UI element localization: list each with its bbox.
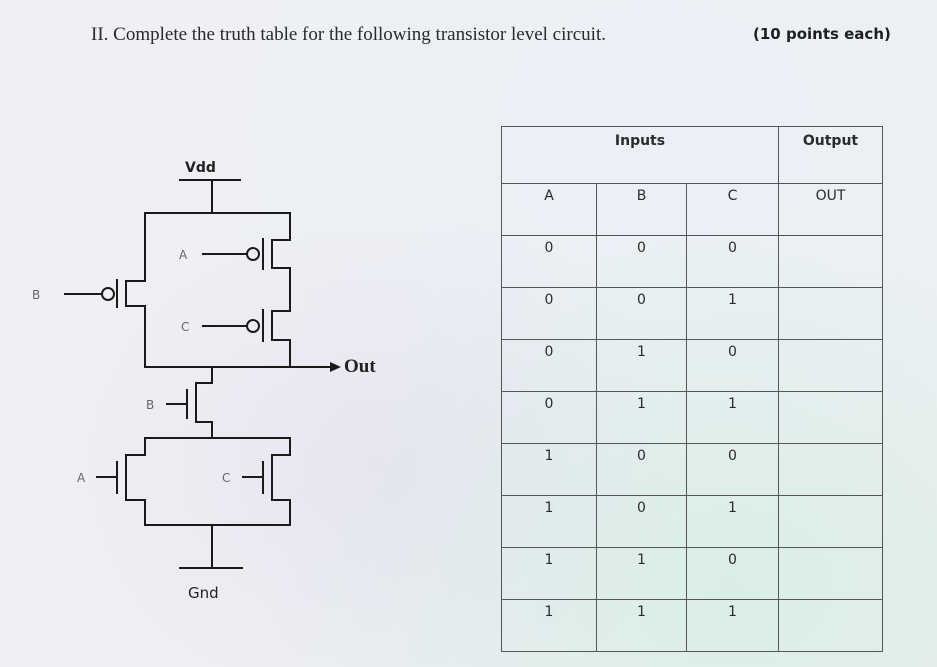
cell-out[interactable] <box>778 235 883 288</box>
table-row: 0 0 1 <box>501 287 883 340</box>
inputs-group-header: Inputs <box>501 126 779 184</box>
cell-b: 1 <box>596 547 687 600</box>
pmos-c-bubble <box>246 319 260 333</box>
cell-b: 1 <box>596 391 687 444</box>
output-arrow <box>330 362 341 372</box>
cell-b: 0 <box>596 495 687 548</box>
cell-b: 1 <box>596 339 687 392</box>
cell-b: 1 <box>596 599 687 652</box>
points-label: (10 points each) <box>753 25 891 43</box>
cell-out[interactable] <box>778 495 883 548</box>
cell-c: 1 <box>686 287 779 340</box>
cell-c: 0 <box>686 547 779 600</box>
cell-b: 0 <box>596 443 687 496</box>
cell-c: 1 <box>686 495 779 548</box>
pmos-c-input-label: C <box>181 320 189 334</box>
column-header-out: OUT <box>778 183 883 236</box>
cell-a: 0 <box>501 391 597 444</box>
pmos-a-input-label: A <box>179 248 188 262</box>
cell-a: 1 <box>501 443 597 496</box>
pmos-a-channel <box>271 239 291 269</box>
cell-a: 1 <box>501 547 597 600</box>
pmos-b-bubble <box>101 287 115 301</box>
cell-a: 0 <box>501 287 597 340</box>
truth-table: Inputs Output A B C OUT 0 0 0 0 0 1 0 1 … <box>501 126 883 652</box>
cell-a: 0 <box>501 235 597 288</box>
cell-a: 0 <box>501 339 597 392</box>
cell-out[interactable] <box>778 339 883 392</box>
out-label: Out <box>344 356 376 377</box>
cell-a: 1 <box>501 599 597 652</box>
vdd-label: Vdd <box>185 160 216 176</box>
question-title: II. Complete the truth table for the fol… <box>91 24 606 45</box>
cell-out[interactable] <box>778 547 883 600</box>
table-row: 1 1 1 <box>501 599 883 652</box>
column-header-row: A B C OUT <box>501 183 883 236</box>
column-header-c: C <box>686 183 779 236</box>
column-header-b: B <box>596 183 687 236</box>
output-group-header: Output <box>778 126 883 184</box>
table-row: 1 1 0 <box>501 547 883 600</box>
gnd-label: Gnd <box>188 584 219 602</box>
nmos-c-input-label: C <box>222 471 230 485</box>
cell-out[interactable] <box>778 599 883 652</box>
nmos-c-channel <box>271 454 291 501</box>
cell-c: 1 <box>686 391 779 444</box>
cell-c: 0 <box>686 235 779 288</box>
nmos-b-channel <box>195 382 213 423</box>
cell-b: 0 <box>596 287 687 340</box>
transistor-circuit-diagram: Vdd Gnd Out B A C B A C <box>32 160 376 602</box>
nmos-a-input-label: A <box>77 471 86 485</box>
cell-a: 1 <box>501 495 597 548</box>
cell-c: 1 <box>686 599 779 652</box>
table-row: 0 1 1 <box>501 391 883 444</box>
table-row: 0 1 0 <box>501 339 883 392</box>
pmos-b-channel <box>125 280 146 307</box>
cell-out[interactable] <box>778 287 883 340</box>
cell-b: 0 <box>596 235 687 288</box>
table-row: 0 0 0 <box>501 235 883 288</box>
nmos-a-channel <box>125 454 146 501</box>
pmos-c-channel <box>271 310 291 341</box>
pmos-a-bubble <box>246 247 260 261</box>
cell-out[interactable] <box>778 391 883 444</box>
cell-c: 0 <box>686 339 779 392</box>
table-row: 1 0 0 <box>501 443 883 496</box>
nmos-b-input-label: B <box>146 398 154 412</box>
cell-out[interactable] <box>778 443 883 496</box>
column-header-a: A <box>501 183 597 236</box>
pmos-b-input-label: B <box>32 288 40 302</box>
table-row: 1 0 1 <box>501 495 883 548</box>
cell-c: 0 <box>686 443 779 496</box>
